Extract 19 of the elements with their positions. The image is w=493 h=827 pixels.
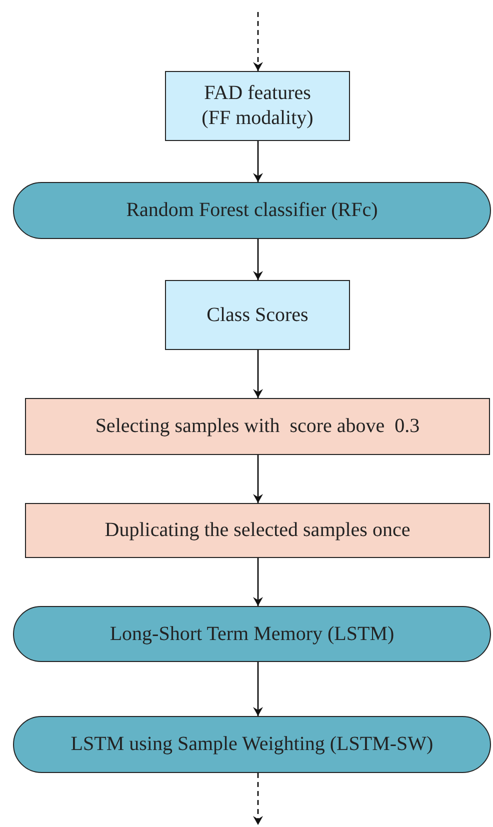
node-label: Long-Short Term Memory (LSTM)	[110, 622, 394, 646]
node-label: Duplicating the selected samples once	[104, 518, 410, 543]
arrow	[253, 773, 263, 825]
node-label: Selecting samples with score above 0.3	[95, 414, 420, 439]
arrow	[253, 662, 263, 716]
process-box	[25, 398, 490, 455]
arrow	[253, 558, 263, 606]
process-box	[25, 503, 490, 558]
arrow	[253, 455, 263, 503]
node-label: Class Scores	[206, 302, 308, 328]
arrow	[253, 12, 263, 71]
node-label: Random Forest classifier (RFc)	[126, 198, 378, 223]
node-label: LSTM using Sample Weighting (LSTM-SW)	[70, 732, 434, 757]
data-box	[165, 280, 350, 350]
node-label: FAD features (FF modality)	[200, 81, 314, 131]
data-box	[165, 71, 350, 141]
arrow	[253, 350, 263, 398]
arrow	[253, 141, 263, 182]
arrow	[253, 239, 263, 280]
